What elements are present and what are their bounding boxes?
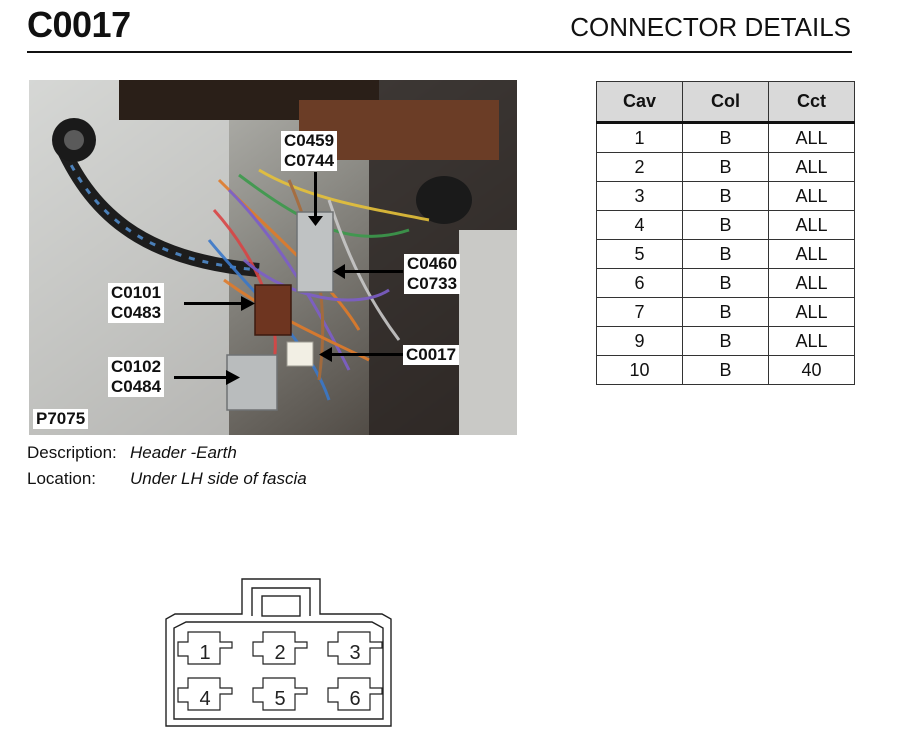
cell-cav: 5 xyxy=(596,239,683,269)
callout-c0102-c0484: C0102 C0484 xyxy=(108,357,165,397)
pin-label-4: 4 xyxy=(199,688,210,710)
connector-location-photo: C0459 C0744 C0460 C0733 C0101 C0483 C001… xyxy=(29,80,517,435)
cell-cav: 10 xyxy=(596,355,683,385)
location-label: Location: xyxy=(27,469,96,488)
table-row: 5 B ALL xyxy=(596,239,855,269)
connector-details-table: Cav Col Cct 1 B ALL 2 B ALL 3 B ALL 4 B … xyxy=(596,81,855,385)
callout-line: C0102 xyxy=(111,357,162,376)
cell-cct: ALL xyxy=(768,152,855,182)
cell-cav: 3 xyxy=(596,181,683,211)
description-row: Description: Header -Earth xyxy=(27,443,237,463)
callout-c0101-c0483: C0101 C0483 xyxy=(108,283,165,323)
table-row: 3 B ALL xyxy=(596,181,855,211)
cell-col: B xyxy=(682,122,769,153)
callout-line: C0744 xyxy=(284,151,335,170)
cell-cct: ALL xyxy=(768,297,855,327)
cell-cav: 2 xyxy=(596,152,683,182)
cell-col: B xyxy=(682,268,769,298)
table-row: 2 B ALL xyxy=(596,152,855,182)
cell-col: B xyxy=(682,181,769,211)
cell-cct: ALL xyxy=(768,239,855,269)
callout-c0460-c0733: C0460 C0733 xyxy=(404,254,461,294)
connector-latch xyxy=(251,587,311,616)
table-header-row: Cav Col Cct xyxy=(596,81,855,124)
table-row: 4 B ALL xyxy=(596,210,855,240)
cell-cav: 1 xyxy=(596,122,683,153)
table-row: 10 B 40 xyxy=(596,355,855,385)
pin-cavities xyxy=(177,631,383,711)
cell-cav: 4 xyxy=(596,210,683,240)
cell-col: B xyxy=(682,355,769,385)
cell-cct: ALL xyxy=(768,181,855,211)
callout-line: C0484 xyxy=(111,377,162,396)
callout-c0017: C0017 xyxy=(403,345,460,365)
callout-line: C0483 xyxy=(111,303,162,322)
cell-cav: 6 xyxy=(596,268,683,298)
cell-col: B xyxy=(682,210,769,240)
location-value: Under LH side of fascia xyxy=(130,469,307,488)
pin-label-1: 1 xyxy=(199,642,210,664)
cell-cct: ALL xyxy=(768,326,855,356)
callout-line: C0460 xyxy=(407,254,458,273)
table-row: 1 B ALL xyxy=(596,122,855,153)
header-rule xyxy=(27,51,852,53)
cell-cct: 40 xyxy=(768,355,855,385)
column-header-cav: Cav xyxy=(596,81,683,124)
column-header-col: Col xyxy=(682,81,769,124)
cell-cav: 7 xyxy=(596,297,683,327)
callout-line: C0733 xyxy=(407,274,458,293)
column-header-cct: Cct xyxy=(768,81,855,124)
pin-label-2: 2 xyxy=(274,642,285,664)
pin-label-3: 3 xyxy=(349,642,360,664)
connector-code-title: C0017 xyxy=(27,4,131,45)
photo-reference: P7075 xyxy=(33,409,89,429)
callout-line: C0459 xyxy=(284,131,335,150)
connector-latch-slot xyxy=(261,595,301,617)
cell-col: B xyxy=(682,297,769,327)
pin-label-5: 5 xyxy=(274,688,285,710)
cell-cct: ALL xyxy=(768,122,855,153)
cell-col: B xyxy=(682,326,769,356)
cell-cct: ALL xyxy=(768,268,855,298)
cell-cct: ALL xyxy=(768,210,855,240)
section-title: CONNECTOR DETAILS xyxy=(570,12,851,42)
connector-housing-outline xyxy=(165,578,392,727)
pin-label-6: 6 xyxy=(349,688,360,710)
cell-col: B xyxy=(682,239,769,269)
callout-line: C0101 xyxy=(111,283,162,302)
callout-c0459-c0744: C0459 C0744 xyxy=(281,131,338,171)
description-label: Description: xyxy=(27,443,117,462)
cell-col: B xyxy=(682,152,769,182)
table-row: 6 B ALL xyxy=(596,268,855,298)
table-row: 7 B ALL xyxy=(596,297,855,327)
description-value: Header -Earth xyxy=(130,443,237,462)
callout-line: C0017 xyxy=(406,345,457,364)
location-row: Location: Under LH side of fascia xyxy=(27,469,307,489)
cell-cav: 9 xyxy=(596,326,683,356)
table-row: 9 B ALL xyxy=(596,326,855,356)
connector-inner-wall xyxy=(173,621,384,720)
connector-pinout-diagram: 1 2 3 4 5 6 xyxy=(165,578,392,727)
